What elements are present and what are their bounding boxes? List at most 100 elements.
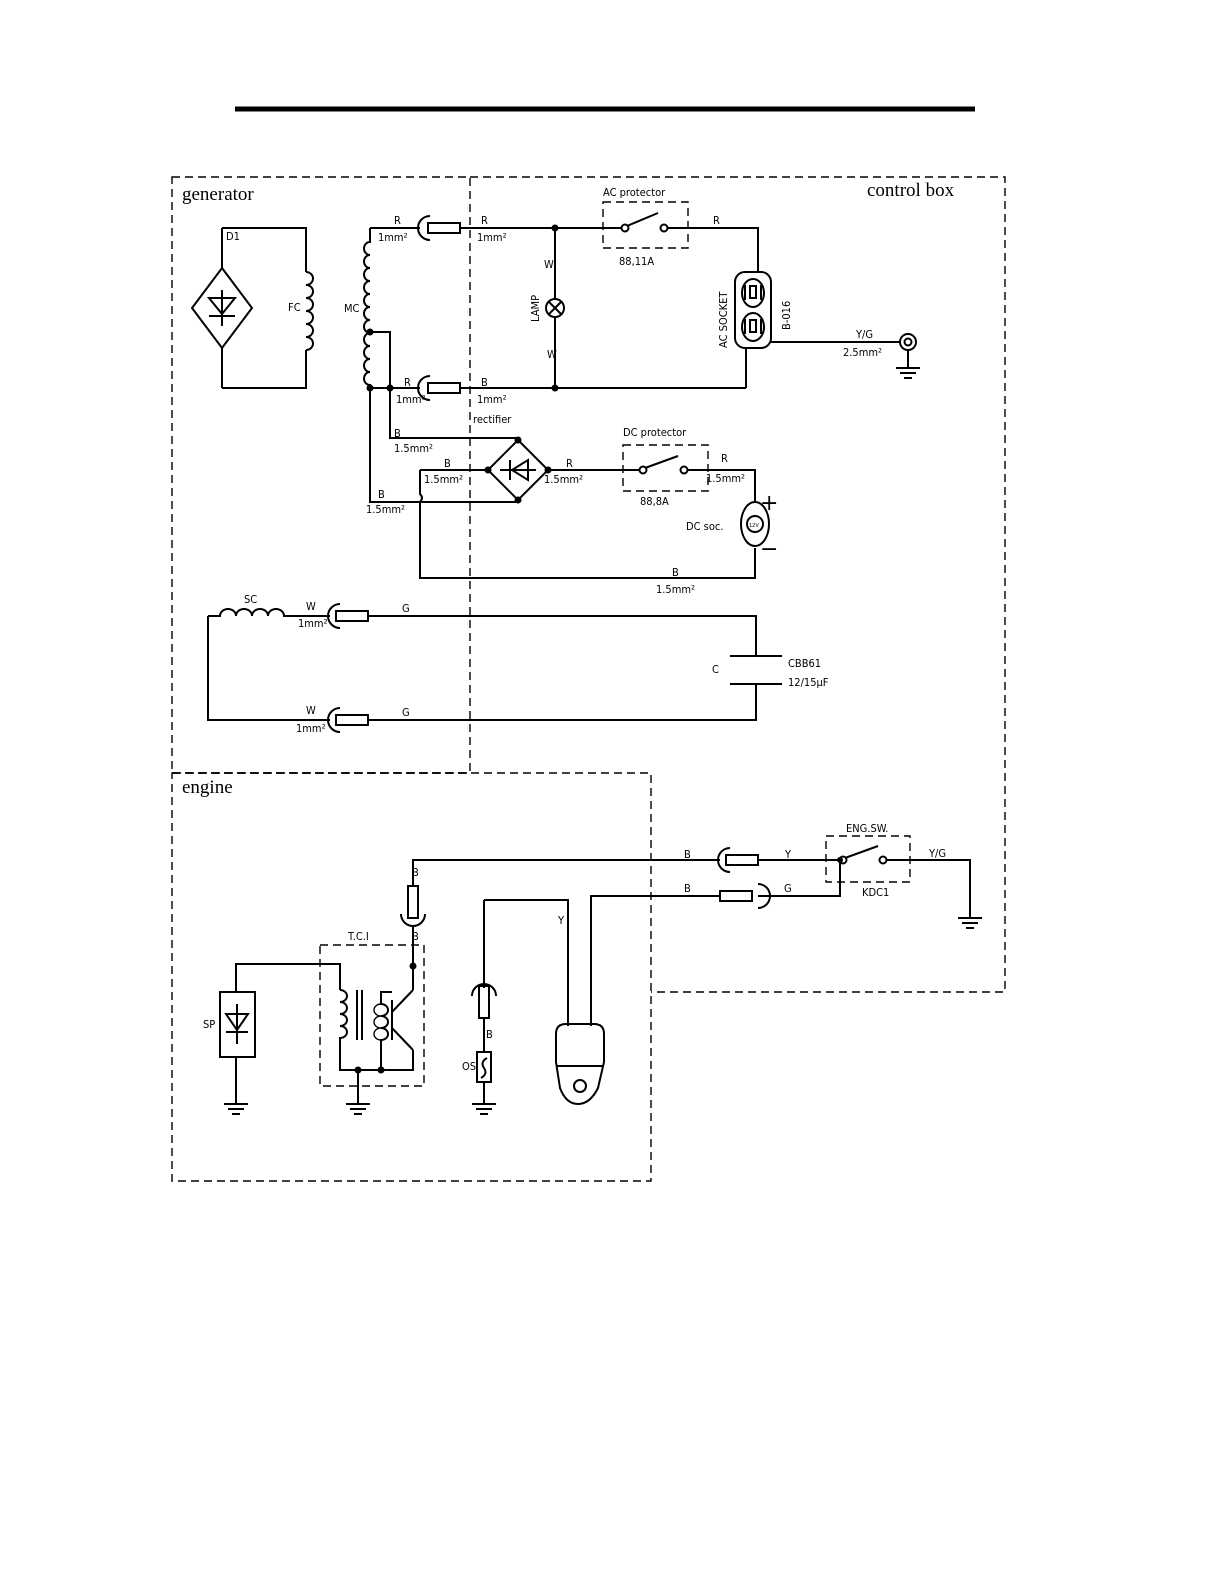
dc-socket-label: DC soc. [686, 520, 723, 533]
ground-icon-switch [958, 917, 982, 929]
sp-pulser-icon [219, 991, 256, 1058]
ac-protector-label: AC protector [603, 186, 666, 199]
wire-w-sc-upper: W [306, 600, 316, 613]
tci-box [319, 944, 425, 1087]
wire-b-cb-lower: B [481, 376, 488, 389]
wire-g-cap-lower: G [402, 706, 410, 719]
generator-section-label: generator [182, 184, 254, 205]
ac-protector-rating: 88,11A [619, 255, 654, 268]
ground-icon-tci [346, 1070, 370, 1115]
ac-socket-model: B-016 [780, 301, 793, 330]
wire-yg-ac-ground: Y/G [855, 328, 873, 341]
engine-section-label: engine [182, 777, 233, 798]
lamp-label: LAMP [529, 295, 542, 322]
ac-socket-label: AC SOCKET [717, 291, 730, 348]
wire-b-oil-line: B [684, 882, 691, 895]
ac-socket-icon [734, 271, 772, 349]
wire-yg-switch-out: Y/G [928, 847, 946, 860]
sp-label: SP [203, 1018, 215, 1031]
connector-sc-upper [327, 603, 369, 629]
sc-coil [208, 608, 330, 617]
capacitor-model: CBB61 [788, 657, 821, 670]
wire-size-sc-upper: 1mm² [298, 617, 328, 630]
mc-label: MC [344, 302, 360, 315]
eng-switch-model: KDC1 [862, 886, 889, 899]
dc-socket-mark: 12V [749, 523, 759, 529]
wire-b-stop-line: B [684, 848, 691, 861]
wire-b-gen-dc: B [378, 488, 385, 501]
dc-protector-label: DC protector [623, 426, 687, 439]
rectifier-label: rectifier [473, 413, 512, 426]
ground-icon-sp [224, 1057, 248, 1115]
ground-icon-os [472, 1082, 496, 1115]
wire-size-gen-dc: 1.5mm² [366, 503, 405, 516]
wire-r-rect-out: R [566, 457, 573, 470]
sc-label: SC [244, 593, 257, 606]
tci-primary-coil [339, 989, 381, 1071]
dc-socket-icon [740, 501, 770, 547]
wire-b-dc-return: B [672, 566, 679, 579]
wire-y-switch-in: Y [784, 848, 792, 861]
wire-size-gen-upper: 1mm² [378, 231, 408, 244]
connector-sc-lower [327, 707, 369, 733]
dc-protector-box [622, 444, 709, 492]
connector-ac-line [417, 215, 461, 241]
rectifier-bridge-icon [486, 438, 550, 502]
spark-plug-cap-icon [555, 1023, 605, 1106]
fc-label: FC [288, 301, 301, 314]
lamp-icon [545, 298, 565, 318]
wire-b-rect-top: B [394, 427, 401, 440]
wire-r-ac-out: R [713, 214, 720, 227]
wire-b-ignition-upper: B [412, 866, 419, 879]
wire-g-switch-lower: G [784, 882, 792, 895]
d1-label: D1 [226, 230, 240, 243]
wire-r-cb-upper: R [481, 214, 488, 227]
dc-minus-label: − [760, 537, 778, 562]
ground-terminal-icon [896, 333, 920, 379]
capacitor-value: 12/15μF [788, 676, 829, 689]
d1-bridge-rectifier [190, 227, 307, 389]
ac-protector-switch [603, 212, 688, 233]
wire-b-oil-sensor: B [486, 1028, 493, 1041]
control-box-section-label: control box [867, 180, 955, 201]
wire-r-dc-out: R [721, 452, 728, 465]
wire-size-cb-upper: 1mm² [477, 231, 507, 244]
tci-label: T.C.I [347, 930, 369, 943]
capacitor-icon [730, 655, 782, 685]
wire-w-lamp-upper: W [544, 258, 554, 271]
eng-switch-contact [838, 845, 910, 865]
ac-protector-box [602, 201, 689, 249]
wire-size-dc-return: 1.5mm² [656, 583, 695, 596]
wire-w-sc-lower: W [306, 704, 316, 717]
tci-transistor [381, 966, 414, 1071]
capacitor-label: C [712, 663, 719, 676]
engine-box [171, 772, 652, 1182]
control-box-border [470, 176, 1006, 993]
wire-size-dc-out: 1.5mm² [706, 472, 745, 485]
dc-protector-switch [638, 455, 708, 475]
mc-main-coil [363, 228, 371, 388]
wire-size-ac-ground: 2.5mm² [843, 346, 882, 359]
dc-plus-label: + [760, 491, 778, 516]
connector-ignition [400, 885, 426, 927]
wire-b-rect-left: B [444, 457, 451, 470]
connector-stop-line [717, 847, 759, 873]
wire-size-gen-lower: 1mm² [396, 393, 426, 406]
wire-size-sc-lower: 1mm² [296, 722, 326, 735]
wire-w-lamp-lower: W [547, 348, 557, 361]
eng-switch-label: ENG.SW. [846, 822, 888, 835]
wire-size-rect-out: 1.5mm² [544, 473, 583, 486]
oil-sensor-icon [476, 1051, 492, 1083]
fc-field-coil [305, 271, 314, 351]
wire-size-cb-lower: 1mm² [477, 393, 507, 406]
wire-size-rect-top: 1.5mm² [394, 442, 433, 455]
wire-g-cap-upper: G [402, 602, 410, 615]
wire-b-ignition-lower: B [412, 930, 419, 943]
wire-r-gen-lower: R [404, 376, 411, 389]
dc-protector-rating: 88,8A [640, 495, 669, 508]
wire-y-spark-plug: Y [557, 914, 565, 927]
wire-r-gen-upper: R [394, 214, 401, 227]
oil-sensor-label: OS [462, 1060, 476, 1073]
tci-secondary-coil [380, 991, 392, 1070]
